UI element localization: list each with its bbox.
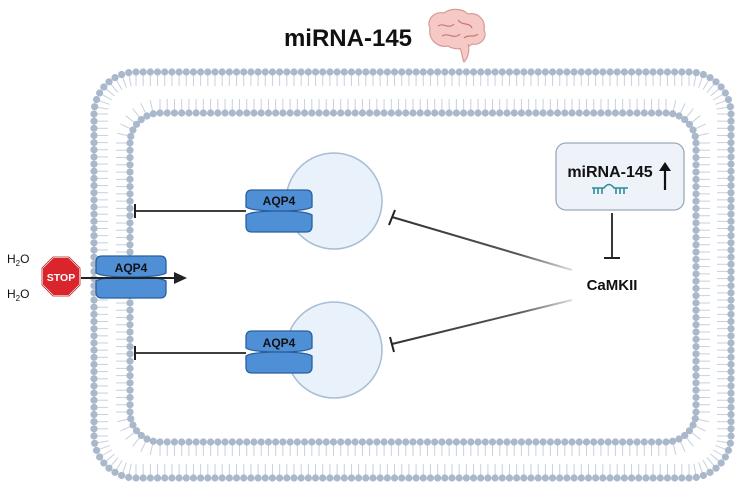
- aqp4-label-membrane: AQP4: [115, 261, 148, 275]
- water-label-bottom: H2O: [7, 287, 29, 303]
- up-arrow-icon: [659, 162, 671, 190]
- mirna-box-label: miRNA-145: [567, 164, 652, 181]
- mirna-box: miRNA-145: [555, 142, 685, 211]
- aqp4-label-vesicle-top: AQP4: [263, 194, 296, 208]
- water-flow-arrow: [76, 272, 187, 284]
- aqp4-channel-vesicle-top: AQP4: [245, 189, 313, 233]
- diagram-title: miRNA-145: [284, 25, 412, 52]
- aqp4-label-vesicle-bottom: AQP4: [263, 336, 296, 350]
- camkii-label: CaMKII: [587, 277, 638, 294]
- stop-sign-icon: STOP: [41, 256, 81, 297]
- camkii-inhibits-vesicle-bottom: [389, 299, 573, 353]
- aqp4-channel-membrane: AQP4: [95, 255, 167, 299]
- rna-hairpin-icon: [592, 183, 628, 194]
- inhibition-line-top: [134, 204, 246, 218]
- camkii-inhibits-vesicle-top: [388, 209, 573, 271]
- aqp4-channel-vesicle-bottom: AQP4: [245, 330, 313, 374]
- inhibition-line-bottom: [134, 346, 246, 360]
- stop-sign-label: STOP: [47, 272, 75, 284]
- mirna-inhibits-camkii: [604, 213, 620, 259]
- brain-icon: [428, 8, 486, 64]
- cell-membrane: [90, 68, 735, 482]
- water-label-top: H2O: [7, 252, 29, 268]
